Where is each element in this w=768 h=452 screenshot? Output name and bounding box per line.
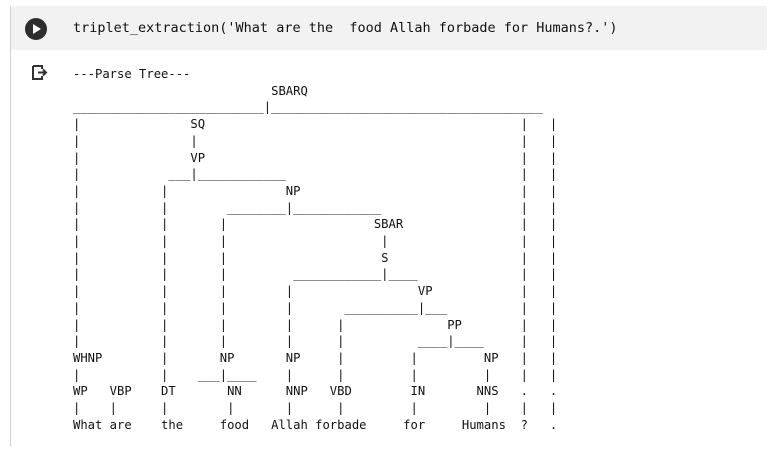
output-header-line: ---Parse Tree--- xyxy=(73,67,191,81)
parse-tree-output: ---Parse Tree--- SBARQ _________________… xyxy=(73,66,557,433)
parse-tree-line: | | | | __________|___ | | xyxy=(73,300,558,315)
parse-tree-line: | | | | VP | | xyxy=(73,284,558,299)
code-input-area[interactable]: triplet_extraction('What are the food Al… xyxy=(11,6,767,50)
play-circle-icon[interactable] xyxy=(25,18,47,40)
parse-tree-line: WHNP | NP NP | | NP | | xyxy=(73,350,558,365)
play-triangle xyxy=(33,24,41,34)
parse-tree-line: | SQ | | xyxy=(73,117,558,132)
parse-tree-line: WP VBP DT NN NNP VBD IN NNS . . xyxy=(73,384,558,399)
parse-tree-line: | | | S | | xyxy=(73,250,558,265)
parse-tree-line: | | | | xyxy=(73,133,558,148)
parse-tree-line: | | | | | | | | | | xyxy=(73,401,558,416)
parse-tree-line: What are the food Allah forbade for Huma… xyxy=(73,417,558,432)
parse-tree-line: | | | | | | xyxy=(73,234,558,249)
parse-tree-line: | | ___|____ | | | | | | xyxy=(73,367,558,382)
parse-tree-line: | | | SBAR | | xyxy=(73,217,558,232)
parse-tree-line: | | | ____________|____ | | xyxy=(73,267,558,282)
output-arrow-icon xyxy=(32,65,48,80)
parse-tree-line: __________________________|_____________… xyxy=(73,100,543,115)
parse-tree-line: | VP | | xyxy=(73,150,558,165)
parse-tree-line: | | ________|____________ | | xyxy=(73,200,558,215)
parse-tree-line: | | | | | ____|____ | | xyxy=(73,334,558,349)
parse-tree-line: | ___|____________ | | xyxy=(73,167,558,182)
parse-tree-line: SBARQ xyxy=(73,83,308,98)
parse-tree-line: | | NP | | xyxy=(73,183,558,198)
code-line[interactable]: triplet_extraction('What are the food Al… xyxy=(73,20,618,36)
parse-tree-line: | | | | | PP | | xyxy=(73,317,558,332)
notebook-cell: triplet_extraction('What are the food Al… xyxy=(10,6,767,446)
